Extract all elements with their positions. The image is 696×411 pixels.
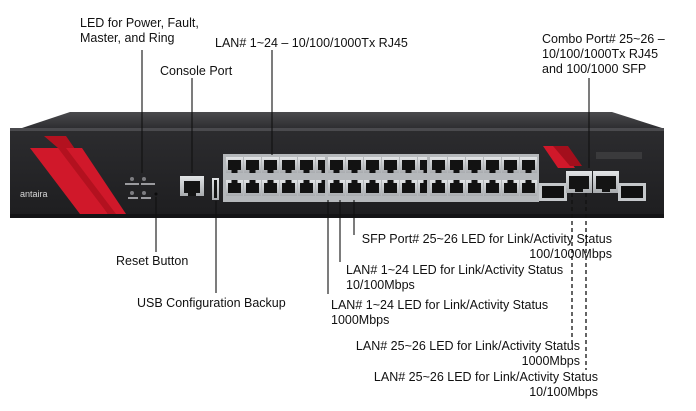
combo-rj45-ports <box>566 171 619 193</box>
rj45-port-latch <box>423 180 430 183</box>
rj45-port-latch <box>405 180 412 183</box>
rj45-port-opening <box>246 183 259 193</box>
rj45-port-opening <box>330 183 343 193</box>
rj45-port-latch <box>321 170 328 173</box>
chassis-top <box>22 112 662 128</box>
rj45-port-latch <box>303 180 310 183</box>
rj45-port-opening <box>246 160 259 170</box>
rj45-port-latch <box>423 170 430 173</box>
rj45-port-latch <box>453 180 460 183</box>
rj45-port-latch <box>435 180 442 183</box>
label-reset-button: Reset Button <box>116 254 189 268</box>
rj45-port-opening <box>318 183 331 193</box>
rj45-port-latch <box>267 170 274 173</box>
usb-port <box>212 178 219 200</box>
rj45-port-opening <box>348 160 361 170</box>
rj45-port-opening <box>330 160 343 170</box>
rj45-port-opening <box>432 183 445 193</box>
label-lan-led-1000: LAN# 1~24 LED for Link/Activity Status 1… <box>331 298 549 327</box>
sfp-port-left <box>539 183 567 201</box>
label-usb-backup: USB Configuration Backup <box>137 296 286 310</box>
console-port <box>180 176 204 196</box>
rj45-port-opening <box>264 160 277 170</box>
rj45-port-latch <box>249 180 256 183</box>
rj45-port-latch <box>387 180 394 183</box>
rj45-port-opening <box>504 160 517 170</box>
rj45-port-latch <box>387 170 394 173</box>
label-lan25-led-1000: LAN# 25~26 LED for Link/Activity Status … <box>355 339 580 368</box>
rj45-port-opening <box>366 160 379 170</box>
rj45-port-opening <box>486 183 499 193</box>
rj45-port-opening <box>450 160 463 170</box>
rj45-port-latch <box>405 170 412 173</box>
rj45-port-opening <box>432 160 445 170</box>
rj45-port-latch <box>285 170 292 173</box>
rj45-port-opening <box>402 183 415 193</box>
leader-lines <box>141 50 590 294</box>
rj45-port-opening <box>228 183 241 193</box>
rj45-port-opening <box>348 183 361 193</box>
rj45-port-opening <box>366 183 379 193</box>
rj45-port-opening <box>384 160 397 170</box>
rj45-port-opening <box>282 183 295 193</box>
rj45-port-opening <box>522 160 535 170</box>
rj45-port-opening <box>420 183 433 193</box>
rj45-port-opening <box>300 183 313 193</box>
label-sfp-led: SFP Port# 25~26 LED for Link/Activity St… <box>361 232 612 261</box>
label-lan-led-10-100: LAN# 1~24 LED for Link/Activity Status 1… <box>346 263 564 292</box>
rj45-port-opening <box>420 160 433 170</box>
rj45-port-latch <box>369 180 376 183</box>
rj45-port-opening <box>402 160 415 170</box>
rj45-port-opening <box>504 183 517 193</box>
label-combo-port: Combo Port# 25~26 – 10/100/1000Tx RJ45 a… <box>542 32 665 76</box>
rj45-port-opening <box>318 160 331 170</box>
right-red-stripe <box>543 146 582 168</box>
rj45-port-opening <box>264 183 277 193</box>
dashed-leader-lines <box>571 193 587 370</box>
rj45-port-opening <box>300 160 313 170</box>
reset-button-hole <box>154 192 158 196</box>
rj45-port-latch <box>489 170 496 173</box>
rj45-port-latch <box>351 180 358 183</box>
rj45-port-latch <box>525 170 532 173</box>
rj45-port-opening <box>384 183 397 193</box>
label-console-port: Console Port <box>160 64 233 78</box>
left-red-stripes <box>30 136 126 214</box>
rj45-port-opening <box>450 183 463 193</box>
rj45-port-latch <box>369 170 376 173</box>
rj45-port-latch <box>231 180 238 183</box>
rj45-port-latch <box>303 170 310 173</box>
label-lan-ports: LAN# 1~24 – 10/100/1000Tx RJ45 <box>215 36 408 50</box>
sfp-port-right <box>618 183 646 201</box>
label-led-power: LED for Power, Fault, Master, and Ring <box>80 16 199 45</box>
rj45-port-latch <box>321 180 328 183</box>
status-leds <box>130 177 146 195</box>
rj45-port-latch <box>471 170 478 173</box>
brand-logo: antaira <box>20 189 48 199</box>
rj45-port-latch <box>285 180 292 183</box>
rj45-port-opening <box>486 160 499 170</box>
rj45-port-latch <box>507 180 514 183</box>
rj45-port-latch <box>525 180 532 183</box>
rj45-port-grid <box>223 154 539 202</box>
rj45-port-opening <box>468 160 481 170</box>
rj45-port-latch <box>507 170 514 173</box>
rj45-port-latch <box>231 170 238 173</box>
rj45-port-latch <box>489 180 496 183</box>
rj45-port-latch <box>435 170 442 173</box>
rj45-port-latch <box>267 180 274 183</box>
rj45-port-latch <box>333 180 340 183</box>
rj45-port-opening <box>228 160 241 170</box>
rj45-port-opening <box>282 160 295 170</box>
label-lan25-led-10-100: LAN# 25~26 LED for Link/Activity Status … <box>373 370 598 399</box>
rj45-port-latch <box>249 170 256 173</box>
rj45-port-latch <box>453 170 460 173</box>
rj45-port-latch <box>351 170 358 173</box>
rj45-port-latch <box>333 170 340 173</box>
rj45-port-opening <box>522 183 535 193</box>
rj45-port-opening <box>468 183 481 193</box>
rj45-port-latch <box>471 180 478 183</box>
